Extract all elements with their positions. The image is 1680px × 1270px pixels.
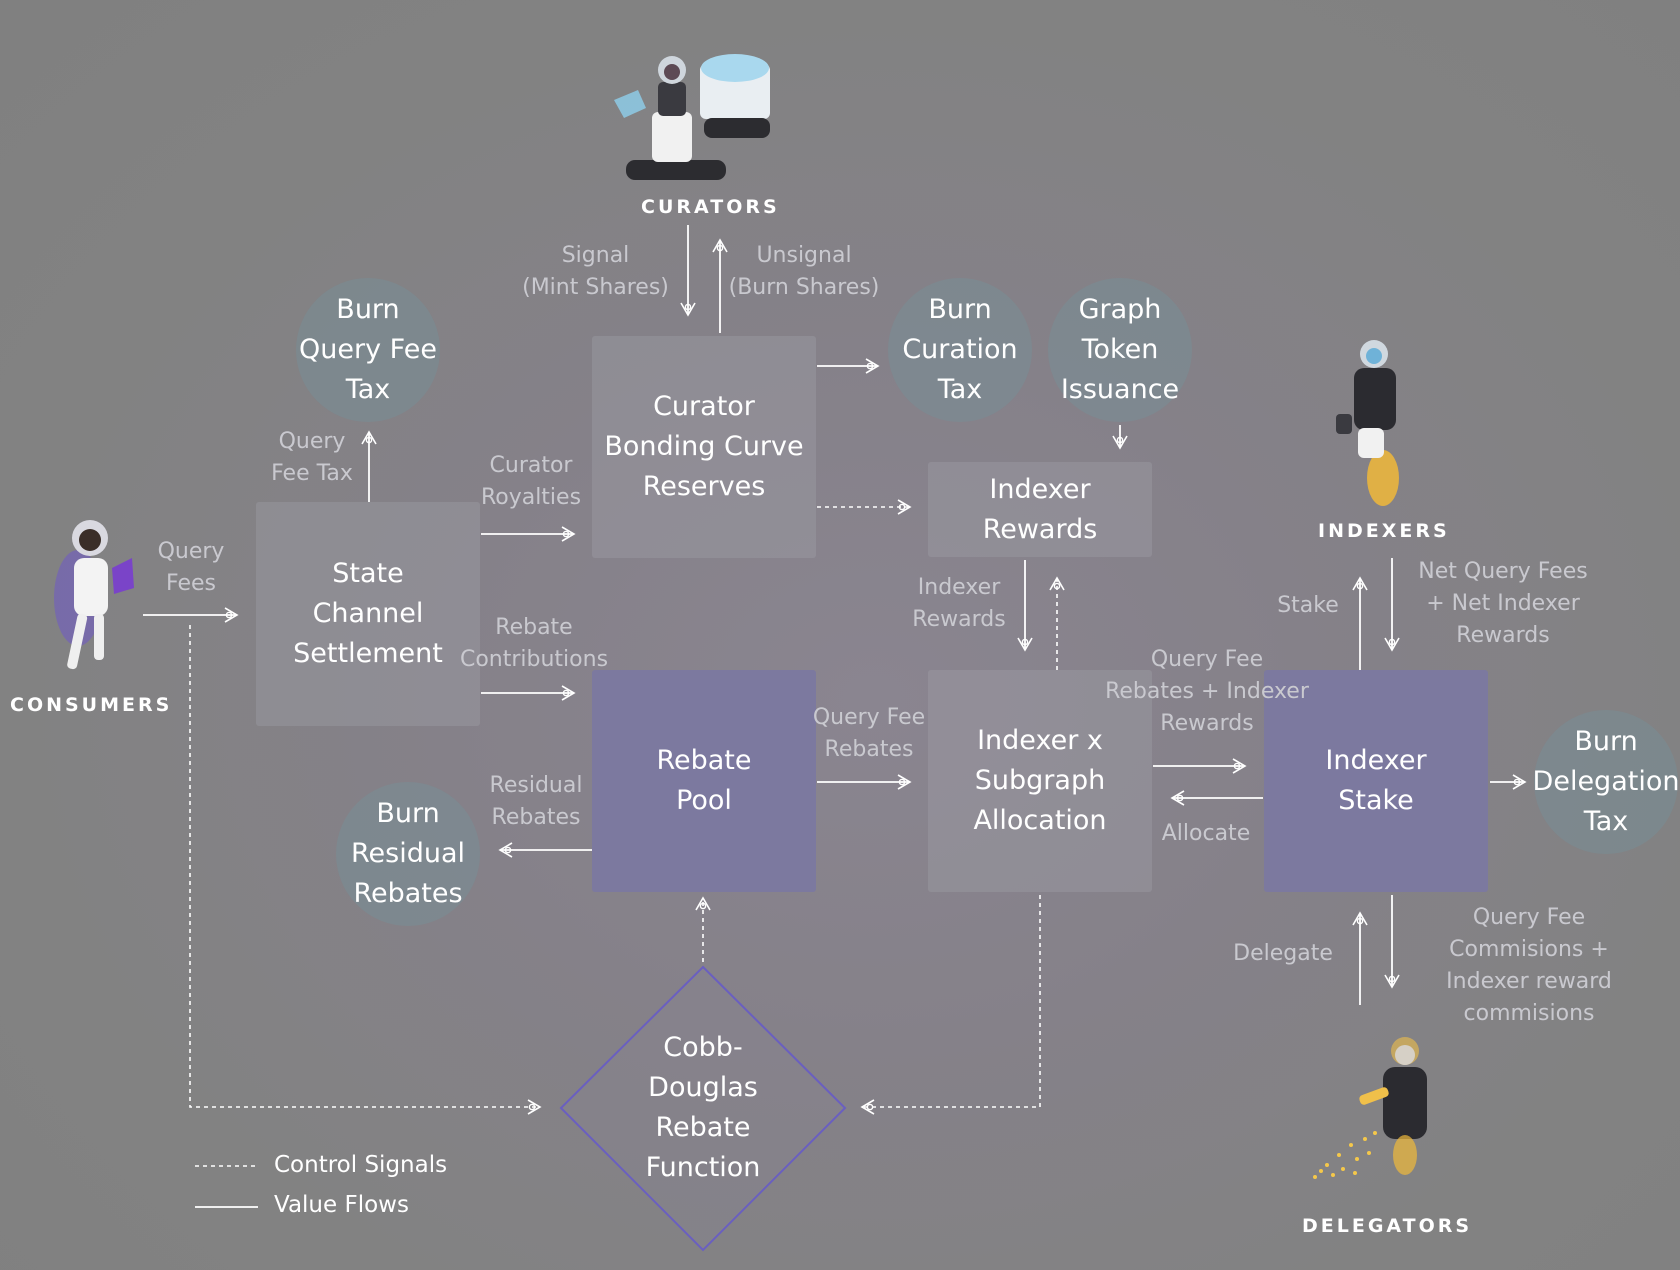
- residual-rebates-label: Residual Rebates: [489, 773, 583, 830]
- consumers-to-cobb-signal: [189, 625, 542, 1115]
- burn-curation-tax-circle: Burn Curation Tax: [888, 278, 1032, 422]
- curator-bonding-curve-reserves-box: Curator Bonding Curve Reserves: [592, 336, 816, 558]
- allocate-label: Allocate: [1161, 821, 1251, 846]
- burn-query-fee-tax-circle: Burn Query Fee Tax: [296, 278, 440, 422]
- indexers-illustration: [1328, 338, 1418, 508]
- indexers-label: INDEXERS: [1318, 520, 1450, 542]
- graph-token-issuance-circle: Graph Token Issuance: [1048, 278, 1192, 422]
- signal-label: Signal (Mint Shares): [522, 243, 669, 300]
- state-channel-settlement-box: State Channel Settlement: [256, 502, 480, 726]
- delegator-robot-icon: [1313, 1037, 1427, 1179]
- curator-royalties-label: Curator Royalties: [480, 453, 582, 510]
- burn-residual-rebates-circle: Burn Residual Rebates: [336, 782, 480, 926]
- unsignal-label: Unsignal (Burn Shares): [728, 243, 880, 300]
- net-query-fees-label: Net Query Fees + Net Indexer Rewards: [1418, 559, 1588, 648]
- query-fee-rebates-indexer-rewards-label: Query Fee Rebates + Indexer Rewards: [1105, 647, 1309, 736]
- query-fee-rebates-label: Query Fee Rebates: [812, 705, 926, 762]
- query-fees-label: Query Fees: [157, 539, 225, 596]
- consumer-astronaut-icon: [54, 520, 134, 670]
- legend-control-signals: Control Signals: [274, 1152, 448, 1178]
- indexer-rewards-box: Indexer Rewards: [928, 462, 1152, 557]
- delegate-label: Delegate: [1233, 941, 1333, 966]
- indexer-subgraph-allocation-box: Indexer x Subgraph Allocation: [928, 670, 1152, 892]
- rebate-contributions-label: Rebate Contributions: [459, 615, 609, 672]
- query-fee-tax-label: Query Fee Tax: [271, 429, 353, 486]
- rebate-pool-box: Rebate Pool: [592, 670, 816, 892]
- delegators-illustration: [1295, 1035, 1445, 1185]
- indexer-rewards-flow-label: Indexer Rewards: [912, 575, 1006, 632]
- curator-robot-icon: [614, 54, 770, 180]
- cobb-douglas-diamond: [559, 965, 847, 1252]
- curators-label: CURATORS: [641, 196, 780, 218]
- stake-label: Stake: [1277, 593, 1339, 618]
- indexer-robot-icon: [1336, 340, 1399, 506]
- delegators-label: DELEGATORS: [1302, 1215, 1473, 1237]
- consumers-illustration: [48, 518, 148, 680]
- burn-delegation-tax-circle: Burn Delegation Tax: [1533, 710, 1679, 854]
- cobb-douglas-rebate-function: Cobb- Douglas Rebate Function: [645, 1032, 761, 1183]
- allocation-to-cobb-signal: [860, 895, 1041, 1115]
- legend-value-flows: Value Flows: [274, 1192, 409, 1218]
- indexer-stake-box: Indexer Stake: [1264, 670, 1488, 892]
- curators-illustration: [612, 42, 792, 192]
- query-fee-commissions-label: Query Fee Commisions + Indexer reward co…: [1446, 905, 1612, 1026]
- consumers-label: CONSUMERS: [10, 694, 173, 716]
